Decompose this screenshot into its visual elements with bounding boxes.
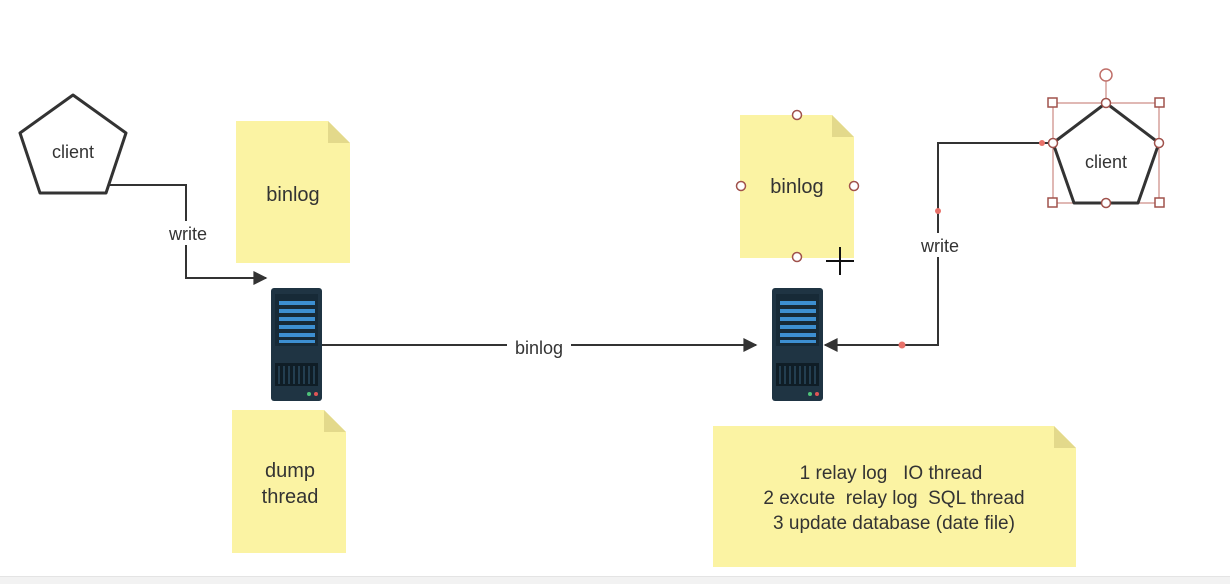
connection-handle-right[interactable]: [848, 180, 860, 192]
connection-handle-right[interactable]: [1153, 137, 1165, 149]
client-left-node[interactable]: client: [18, 93, 128, 195]
edge-control-point[interactable]: [935, 208, 941, 214]
binlog-note-right[interactable]: binlog: [735, 109, 860, 263]
binlog-transfer-label: binlog: [515, 338, 563, 358]
slave-server-icon[interactable]: [772, 288, 823, 401]
edge-control-point[interactable]: [898, 341, 906, 349]
client-right-label: client: [1085, 152, 1127, 172]
steps-note[interactable]: 1 relay log IO thread 2 excute relay log…: [713, 426, 1076, 567]
steps-line-3: 3 update database (date file): [773, 513, 1015, 534]
dump-thread-line-1: dump: [265, 460, 315, 482]
resize-handle-top-left[interactable]: [1047, 97, 1058, 108]
write-edge-right[interactable]: write: [823, 140, 1052, 352]
write-left-label: write: [168, 224, 207, 244]
connection-handle-top[interactable]: [791, 109, 803, 121]
write-right-label: write: [920, 236, 959, 256]
client-right-node[interactable]: client: [1047, 68, 1165, 209]
steps-line-2: 2 excute relay log SQL thread: [763, 488, 1024, 509]
connection-handle-top[interactable]: [1100, 97, 1112, 109]
dump-thread-note[interactable]: dump thread: [232, 410, 346, 553]
write-edge-left[interactable]: write: [108, 184, 268, 285]
dump-thread-line-2: thread: [262, 486, 319, 508]
rotate-handle-icon[interactable]: [1099, 68, 1113, 82]
bottom-bar: [0, 576, 1230, 584]
connection-handle-left[interactable]: [1047, 137, 1059, 149]
client-left-label: client: [52, 142, 94, 162]
resize-handle-bottom-left[interactable]: [1047, 197, 1058, 208]
binlog-transfer-edge[interactable]: binlog: [322, 335, 758, 359]
master-server-icon[interactable]: [271, 288, 322, 401]
connection-handle-bottom[interactable]: [1100, 197, 1112, 209]
steps-line-1: 1 relay log IO thread: [800, 463, 983, 484]
binlog-note-left-label: binlog: [266, 184, 319, 206]
crosshair-cursor-icon: [826, 247, 854, 275]
binlog-note-right-label: binlog: [770, 176, 823, 198]
edge-control-point[interactable]: [1039, 140, 1045, 146]
resize-handle-bottom-right[interactable]: [1154, 197, 1165, 208]
connection-handle-left[interactable]: [735, 180, 747, 192]
resize-handle-top-right[interactable]: [1154, 97, 1165, 108]
connection-handle-bottom[interactable]: [791, 251, 803, 263]
binlog-note-left[interactable]: binlog: [236, 121, 350, 263]
